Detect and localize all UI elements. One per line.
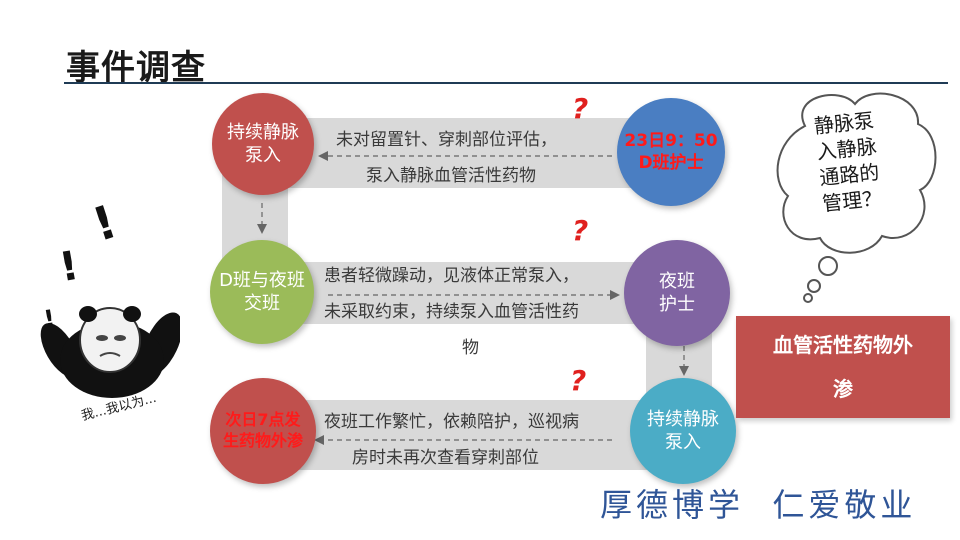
result-line: 血管活性药物外 bbox=[773, 333, 913, 357]
node-label: D班与夜班 交班 bbox=[219, 269, 305, 314]
title-divider bbox=[64, 82, 948, 84]
question-mark-2: ? bbox=[572, 214, 589, 247]
note-2-line-1: 患者轻微躁动，见液体正常泵入， bbox=[324, 266, 579, 286]
note-3-line-1: 夜班工作繁忙，依赖陪护，巡视病 bbox=[324, 412, 579, 432]
node-label: 持续静脉 泵入 bbox=[647, 408, 719, 453]
panda-meme-image bbox=[40, 306, 180, 398]
node-label: 持续静脉 泵入 bbox=[227, 121, 299, 166]
node-label: 夜班 护士 bbox=[659, 270, 695, 315]
note-3-line-2: 房时未再次查看穿刺部位 bbox=[352, 448, 539, 468]
node-shift-handover: D班与夜班 交班 bbox=[210, 240, 314, 344]
extravasation-result-box: 血管活性药物外 渗 bbox=[736, 316, 950, 418]
note-2-line-3: 物 bbox=[462, 338, 479, 358]
note-1-line-2: 泵入静脉血管活性药物 bbox=[366, 166, 536, 186]
node-day-nurse: 23日9：50 D班护士 bbox=[617, 98, 725, 206]
node-continuous-infusion-2: 持续静脉 泵入 bbox=[630, 378, 736, 484]
result-line: 渗 bbox=[833, 377, 853, 401]
node-extravasation-outcome: 次日7点发 生药物外渗 bbox=[210, 378, 316, 484]
node-label: 次日7点发 生药物外渗 bbox=[222, 410, 303, 450]
thought-bubble bbox=[776, 92, 937, 303]
node-night-nurse: 夜班 护士 bbox=[624, 240, 730, 346]
note-1-line-1: 未对留置针、穿刺部位评估， bbox=[336, 130, 557, 150]
thought-text: 静脉泵 入静脉 通路的 管理？ bbox=[800, 106, 896, 218]
question-mark-1: ? bbox=[572, 92, 589, 125]
question-mark-3: ? bbox=[570, 364, 587, 397]
node-continuous-infusion: 持续静脉 泵入 bbox=[212, 93, 314, 195]
note-2-line-2: 未采取约束，持续泵入血管活性药 bbox=[324, 302, 579, 322]
motto: 厚德博学 仁爱敬业 bbox=[600, 486, 917, 524]
page-title: 事件调查 bbox=[66, 48, 206, 88]
node-label: 23日9：50 D班护士 bbox=[624, 130, 718, 173]
